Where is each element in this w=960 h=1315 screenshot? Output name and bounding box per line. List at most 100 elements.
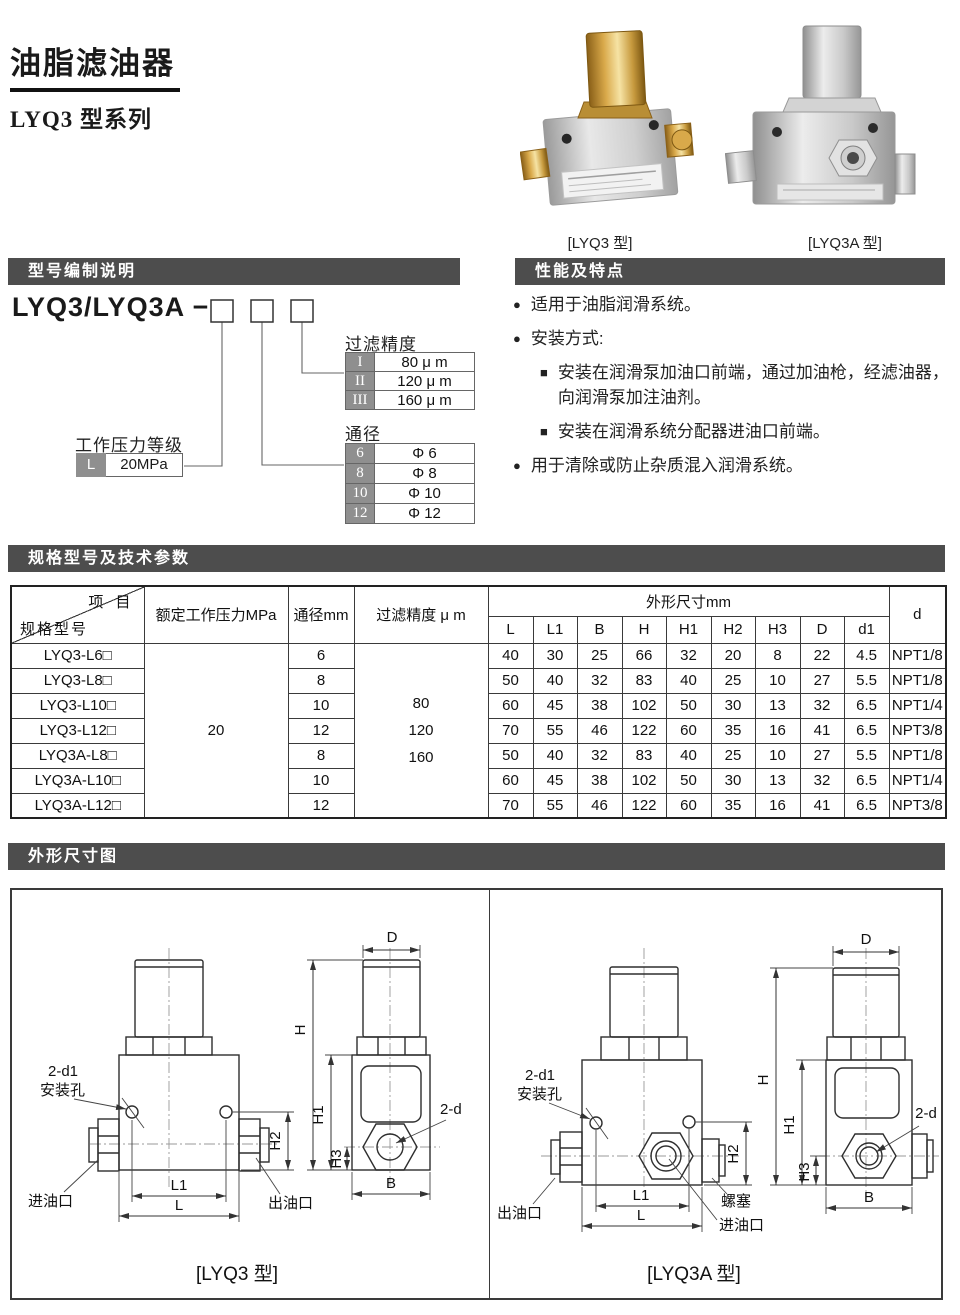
dim-label-l: L — [175, 1197, 183, 1214]
corner-bottom-label: 规格型号 — [20, 620, 89, 638]
dim-cell: 16 — [754, 717, 801, 744]
col-header-D: D — [799, 615, 845, 644]
right-plug — [894, 153, 916, 195]
dim-cell: 50 — [665, 692, 712, 719]
diameter-key: 8 — [345, 463, 375, 484]
col-header-L: L — [487, 615, 534, 644]
list-item: ■ 安装在润滑泵加油口前端，通过加油枪，经滤油器，向润滑泵加注油剂。 — [513, 360, 950, 410]
valve-body — [752, 111, 896, 205]
dim-cell: 13 — [754, 692, 801, 719]
spec-table: 项 目 规格型号 额定工作压力MPa 通径mm 过滤精度 μ m 外形尺寸mm … — [10, 585, 948, 819]
diameter-table: 6 Φ 6 8 Φ 8 10 Φ 10 12 Φ 12 — [345, 443, 475, 524]
feature-text: 安装在润滑泵加油口前端，通过加油枪，经滤油器，向润滑泵加注油剂。 — [557, 363, 949, 407]
dim-cell: 46 — [576, 717, 623, 744]
dim-cell: 22 — [799, 642, 845, 669]
dim-cell: 55 — [532, 717, 578, 744]
dim-label-b: B — [864, 1189, 874, 1206]
table-row: 12 Φ 12 — [345, 503, 475, 524]
dim-cell: 35 — [710, 717, 756, 744]
port-hex — [841, 1133, 897, 1179]
dim-cell: 25 — [576, 642, 623, 669]
dimension-drawings-box: 2-d1 安装孔 进油口 出油口 H2 L1 L — [10, 888, 943, 1300]
feature-text: 安装方式: — [530, 329, 604, 348]
dim-cell: 4.5 — [843, 642, 890, 669]
dim-label-h3: H3 — [796, 1162, 813, 1181]
thread-cell: NPT3/8 — [888, 792, 947, 819]
dim-cell: 41 — [799, 792, 845, 819]
inlet-fitting — [97, 1118, 120, 1172]
label-recess — [360, 1065, 422, 1123]
dim-cell: 38 — [576, 767, 623, 794]
thread-cell: NPT3/8 — [888, 717, 947, 744]
dim-label-h2: H2 — [725, 1144, 742, 1163]
label-recess — [834, 1067, 900, 1119]
dim-cell: 45 — [532, 692, 578, 719]
dim-cell: 10 — [754, 667, 801, 694]
bullet-circle-icon: ● — [513, 297, 521, 312]
dim-label-h: H — [292, 1025, 309, 1036]
label-plug: 螺塞 — [721, 1192, 751, 1210]
table-row: I 80 μ m — [345, 352, 475, 372]
dim-cell: 40 — [532, 667, 578, 694]
diameter-value: Φ 10 — [374, 483, 475, 504]
dim-cell: 83 — [621, 667, 667, 694]
dn-cell: 8 — [287, 667, 355, 694]
dim-label-d-cap: D — [387, 929, 398, 946]
diameter-label: 通径 — [345, 425, 381, 444]
product-photo-lyq3 — [520, 30, 694, 206]
diameter-value: Φ 6 — [374, 443, 475, 464]
filtration-key: III — [345, 390, 375, 410]
dim-cell: 60 — [487, 692, 534, 719]
feature-text: 用于清除或防止杂质混入润滑系统。 — [530, 456, 803, 475]
list-item: ● 安装方式: — [513, 326, 950, 351]
model-cell: LYQ3-L8□ — [10, 667, 145, 694]
right-fitting — [664, 122, 694, 158]
outlet-fitting — [238, 1118, 261, 1172]
drawing-caption-lyq3a: [LYQ3A 型] — [647, 1263, 741, 1285]
filtration-value: 120 — [408, 721, 434, 739]
digit-box-1 — [210, 299, 234, 323]
dim-cell: 30 — [532, 642, 578, 669]
dim-cell: 32 — [799, 692, 845, 719]
bullet-square-icon: ■ — [540, 365, 548, 380]
dim-cell: 32 — [576, 742, 623, 769]
dim-cell: 35 — [710, 792, 756, 819]
dim-cell: 6.5 — [843, 717, 890, 744]
table-row: II 120 μ m — [345, 371, 475, 391]
mounting-hole — [125, 1105, 139, 1119]
dim-label-h1: H1 — [310, 1105, 327, 1124]
digit-box-3 — [290, 299, 314, 323]
dim-label-l: L — [637, 1207, 645, 1224]
model-code-dash: − — [192, 292, 210, 322]
col-header-d1: d1 — [843, 615, 890, 644]
port-hex — [362, 1123, 418, 1171]
valve-body — [542, 108, 679, 206]
left-fitting — [725, 150, 757, 184]
filtration-table: I 80 μ m II 120 μ m III 160 μ m — [345, 352, 475, 410]
table-row: LYQ3A-L10□ 10 60 45 38 102 50 30 13 32 6… — [10, 767, 947, 794]
thread-cell: NPT1/4 — [888, 767, 947, 794]
dim-cell: 27 — [799, 667, 845, 694]
dim-cell: 40 — [665, 667, 712, 694]
table-row: LYQ3A-L8□ 8 50 40 32 83 40 25 10 27 5.5 … — [10, 742, 947, 769]
dim-cell: 102 — [621, 767, 667, 794]
port-hole-inner — [859, 1146, 879, 1166]
section-bar-features: 性能及特点 — [515, 258, 945, 285]
dim-cell: 50 — [665, 767, 712, 794]
section-bar-specs: 规格型号及技术参数 — [8, 545, 945, 572]
dim-cell: 25 — [710, 742, 756, 769]
diameter-value: Φ 8 — [374, 463, 475, 484]
hex-nut-side — [356, 1036, 427, 1056]
table-row: 6 Φ 6 — [345, 443, 475, 464]
inlet-port-outer — [650, 1140, 682, 1172]
steel-cylinder — [802, 25, 862, 99]
col-header-H3: H3 — [754, 615, 801, 644]
mounting-hole — [682, 1115, 696, 1129]
table-row: III 160 μ m — [345, 390, 475, 410]
table-row: LYQ3-L6□ 20 6 80 120 160 40 30 25 66 32 … — [10, 642, 947, 819]
pressure-merged-cell: 20 — [143, 642, 289, 819]
table-row: 10 Φ 10 — [345, 483, 475, 504]
bullet-circle-icon: ● — [513, 331, 521, 346]
inlet-hex — [638, 1132, 694, 1180]
dim-label-2d1: 2-d1 — [525, 1067, 555, 1084]
